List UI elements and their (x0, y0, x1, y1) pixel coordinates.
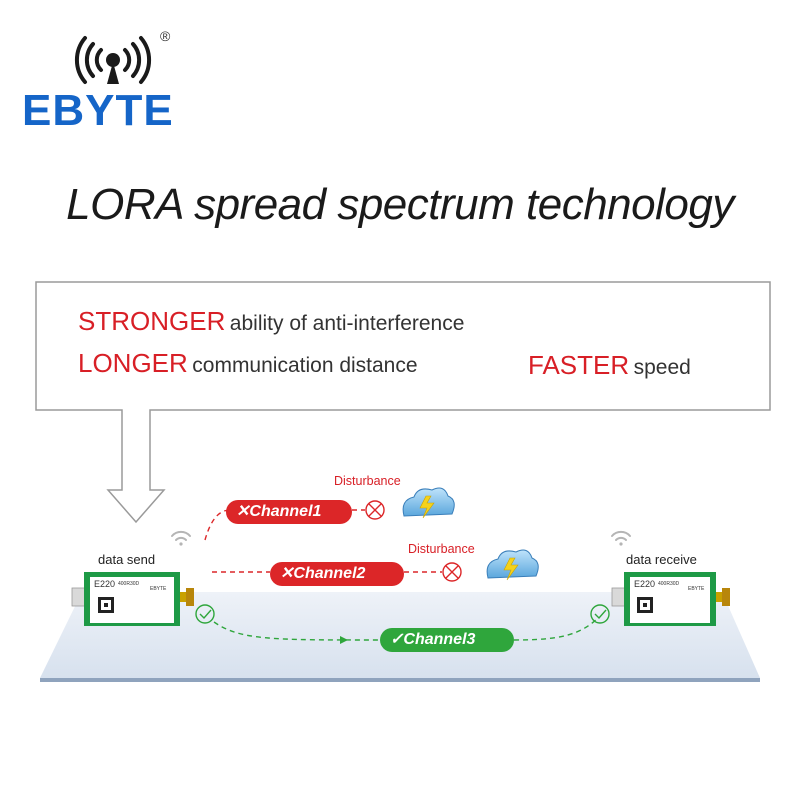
channel-label: Channel1 (249, 503, 322, 520)
ok-circle-icon (195, 604, 215, 624)
module-model: E220 (634, 579, 656, 589)
ok-circle-icon (590, 604, 610, 624)
module-subtitle: 400R30D (118, 581, 140, 587)
wifi-icon (611, 530, 631, 546)
channel-label: Channel3 (403, 631, 476, 648)
ebyte-logo (74, 36, 152, 84)
registered-mark: ® (160, 28, 171, 44)
cross-icon: ✕ (236, 503, 250, 520)
module-subtitle: 400R30D (658, 581, 680, 587)
disturbance-label: Disturbance (408, 542, 475, 556)
floor-edge (40, 678, 760, 682)
channel-label: Channel2 (293, 565, 366, 582)
data-send-label: data send (98, 552, 156, 567)
sender-module (71, 572, 194, 626)
brand-name: EBYTE (22, 86, 174, 135)
feature-stronger: STRONGER ability of anti-interference (78, 306, 464, 337)
channel3-path (213, 617, 599, 641)
arrow-icon (340, 636, 348, 644)
feature-longer: LONGER communication distance (78, 348, 418, 379)
feature-text: ability of anti-interference (229, 312, 465, 335)
blocked-icon (365, 500, 385, 520)
disturbance-label: Disturbance (334, 474, 401, 488)
module-brand: EBYTE (150, 586, 167, 592)
feature-text: communication distance (192, 354, 418, 377)
check-icon: ✓ (390, 631, 404, 648)
cross-icon: ✕ (280, 565, 294, 582)
storm-cloud-icon (402, 487, 455, 519)
receiver-module (611, 572, 730, 626)
channel1-pill: ✕Channel1 (226, 500, 352, 524)
module-model: E220 (94, 579, 116, 589)
blocked-icon (442, 562, 462, 582)
feature-text: speed (633, 356, 691, 379)
channel3-pill: ✓Channel3 (380, 628, 514, 652)
feature-faster: FASTER speed (528, 350, 691, 381)
channel2-pill: ✕Channel2 (270, 562, 404, 586)
data-receive-label: data receive (626, 552, 697, 567)
page-title: LORA spread spectrum technology (66, 180, 734, 229)
storm-cloud-icon (486, 549, 539, 581)
wireless-signal-icon (74, 36, 152, 84)
module-brand: EBYTE (688, 586, 705, 592)
wifi-icon (171, 530, 191, 546)
feature-keyword: FASTER (528, 350, 630, 380)
feature-keyword: LONGER (78, 348, 188, 378)
feature-keyword: STRONGER (78, 306, 226, 336)
